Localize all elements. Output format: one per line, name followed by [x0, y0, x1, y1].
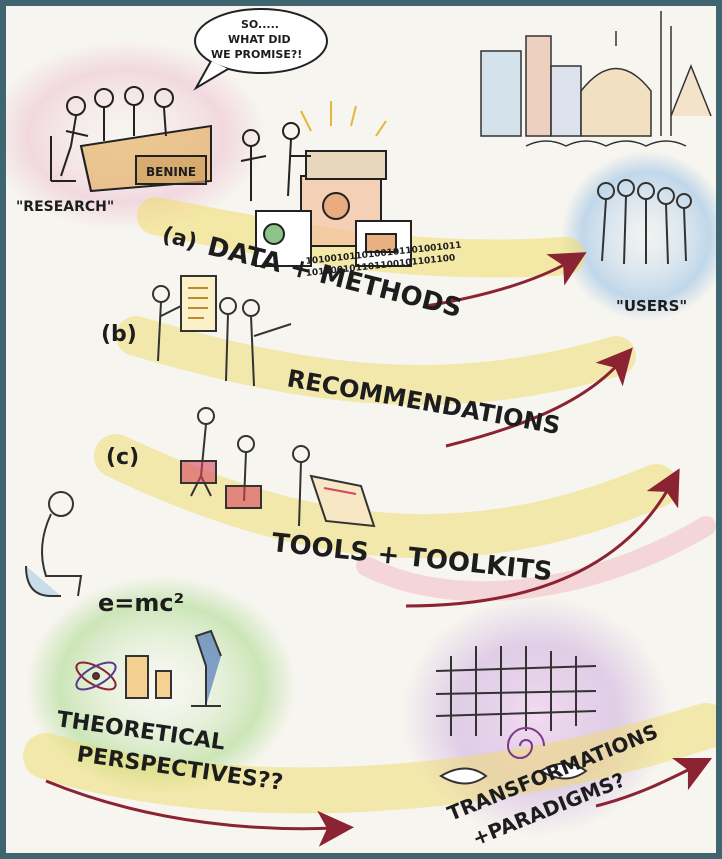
arrow-b	[445, 347, 633, 448]
users-group-illustration	[597, 179, 692, 265]
desk-label: BENINE	[146, 165, 196, 179]
marker-b: (b)	[101, 322, 137, 347]
arrow-transform	[595, 757, 713, 808]
bubble-line-3: WE PROMISE?!	[211, 48, 302, 61]
arrow-theory	[45, 779, 354, 847]
equation-label: e=mc²	[98, 589, 184, 617]
research-desk-illustration	[50, 86, 212, 193]
users-label: "USERS"	[616, 297, 687, 315]
sketchnote-drawing: SO..... WHAT DID WE PROMISE?! "RESEARCH"…	[6, 8, 716, 851]
tools-illustration	[180, 407, 376, 528]
sketch-paper: SO..... WHAT DID WE PROMISE?! "RESEARCH"…	[6, 6, 716, 853]
marker-c: (c)	[106, 445, 139, 470]
recommendations-illustration	[152, 275, 292, 387]
band-bottom	[23, 703, 716, 814]
science-icons	[75, 629, 222, 707]
thinker-illustration	[25, 491, 83, 597]
grid-illustration	[435, 646, 597, 785]
arrow-c	[405, 468, 680, 608]
bubble-line-2: WHAT DID	[228, 33, 291, 46]
city-skyline-illustration	[480, 11, 712, 147]
arrow-a	[425, 252, 587, 308]
research-label: "RESEARCH"	[16, 199, 114, 215]
users-wash	[561, 151, 716, 321]
bubble-line-1: SO.....	[241, 18, 279, 31]
speech-bubble	[193, 8, 328, 91]
band-b	[116, 316, 636, 405]
data-boxes-illustration	[240, 101, 412, 267]
band-pink	[356, 516, 716, 602]
